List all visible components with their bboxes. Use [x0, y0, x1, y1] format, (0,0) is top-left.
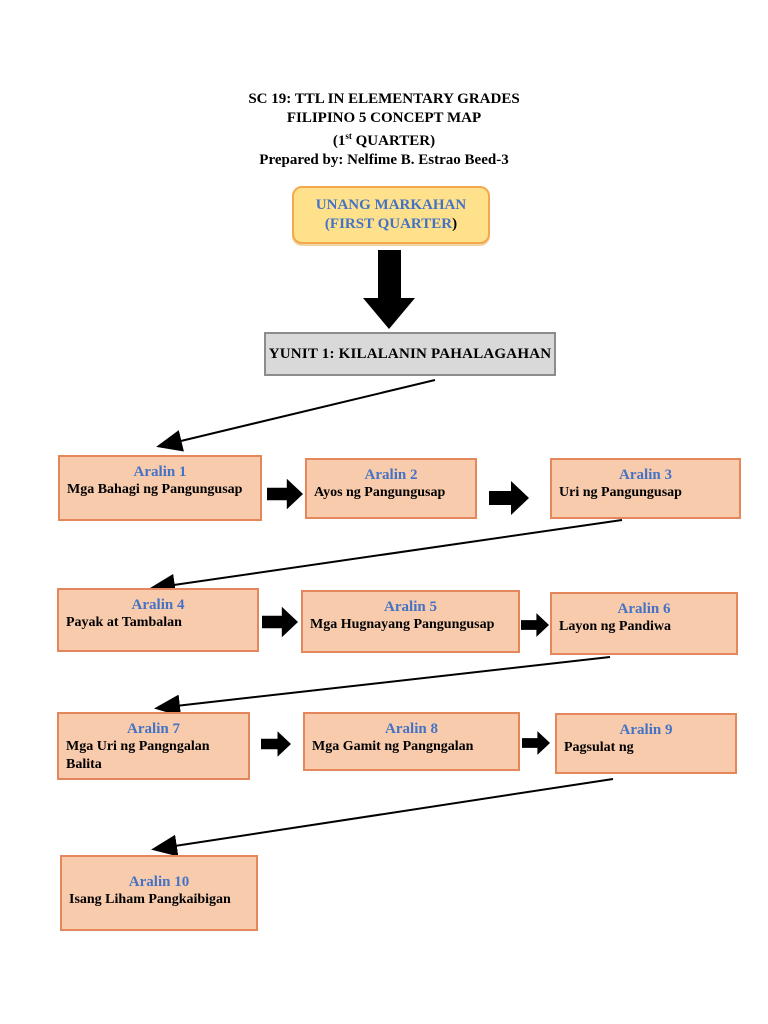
right-block-arrow-2	[489, 480, 529, 516]
unit-node-yunit1: YUNIT 1: KILALANIN PAHALAGAHAN	[264, 332, 556, 376]
lesson-title: Aralin 8	[385, 721, 438, 737]
lesson-subtitle: Pagsulat ng	[564, 740, 634, 755]
lesson-title: Aralin 3	[619, 467, 672, 483]
lesson-title: Aralin 2	[364, 467, 418, 483]
start-node-line1: UNANG MARKAHAN	[315, 197, 467, 213]
lesson-subtitle: Uri ng Pangungusap	[559, 485, 682, 500]
lesson-title: Aralin 1	[133, 464, 187, 480]
lesson-box-aralin-2: Aralin 2 Ayos ng Pangungusap	[305, 458, 477, 519]
lesson-subtitle: Isang Liham Pangkaibigan	[69, 892, 231, 907]
right-block-arrow-4	[521, 608, 549, 642]
lesson-title: Aralin 4	[131, 597, 185, 613]
lesson-subtitle: Payak at Tambalan	[66, 615, 182, 630]
lesson-title: Aralin 10	[128, 874, 190, 890]
lesson-box-aralin-6: Aralin 6 Layon ng Pandiwa	[550, 592, 738, 655]
lesson-subtitle: Mga Gamit ng Pangngalan	[312, 739, 474, 754]
lesson-title: Aralin 9	[619, 722, 673, 738]
lesson-box-aralin-5: Aralin 5 Mga Hugnayang Pangungusap	[301, 590, 520, 653]
lesson-title: Aralin 6	[617, 601, 671, 617]
lesson-subtitle: Ayos ng Pangungusap	[314, 485, 446, 500]
down-block-arrow	[360, 250, 418, 330]
lesson-box-aralin-4: Aralin 4 Payak at Tambalan	[57, 588, 259, 652]
lesson-box-aralin-7: Aralin 7 Mga Uri ng Pangngalan Balita	[57, 712, 250, 780]
title-line-3: (1st QUARTER)	[332, 131, 436, 149]
start-node-unang-markahan: UNANG MARKAHAN (FIRST QUARTER)	[292, 186, 490, 244]
right-block-arrow-6	[522, 726, 550, 760]
connector-arrow-lesson6-to-lesson7	[154, 656, 611, 717]
lesson-subtitle: Mga Uri ng Pangngalan Balita	[66, 739, 210, 772]
lesson-box-aralin-1: Aralin 1 Mga Bahagi ng Pangungusap	[58, 455, 262, 521]
ordinal-superscript: st	[345, 131, 352, 141]
title-line-1: SC 19: TTL IN ELEMENTARY GRADES	[248, 91, 520, 107]
connector-arrow-lesson3-to-lesson4	[149, 519, 623, 596]
connector-arrow-lesson9-to-lesson10	[151, 778, 614, 857]
title-line-4: Prepared by: Nelfime B. Estrao Beed-3	[259, 151, 509, 168]
right-block-arrow-5	[261, 727, 291, 761]
start-node-line2: (FIRST QUARTER)	[324, 216, 458, 232]
lesson-subtitle: Mga Bahagi ng Pangungusap	[67, 482, 243, 497]
right-block-arrow-1	[267, 477, 303, 511]
connector-arrow-unit-to-lesson1	[156, 379, 436, 452]
lesson-box-aralin-9: Aralin 9 Pagsulat ng	[555, 713, 737, 774]
title-line-2: FILIPINO 5 CONCEPT MAP	[286, 109, 482, 126]
lesson-subtitle: Layon ng Pandiwa	[559, 619, 672, 634]
lesson-title: Aralin 5	[384, 599, 437, 615]
lesson-box-aralin-8: Aralin 8 Mga Gamit ng Pangngalan	[303, 712, 520, 771]
right-block-arrow-3	[262, 605, 298, 639]
lesson-subtitle: Mga Hugnayang Pangungusap	[310, 617, 495, 632]
unit-node-label: YUNIT 1: KILALANIN PAHALAGAHAN	[268, 345, 552, 362]
lesson-box-aralin-3: Aralin 3 Uri ng Pangungusap	[550, 458, 741, 519]
lesson-box-aralin-10: Aralin 10 Isang Liham Pangkaibigan	[60, 855, 258, 931]
lesson-title: Aralin 7	[127, 721, 180, 737]
document-title: SC 19: TTL IN ELEMENTARY GRADES FILIPINO…	[0, 90, 768, 169]
